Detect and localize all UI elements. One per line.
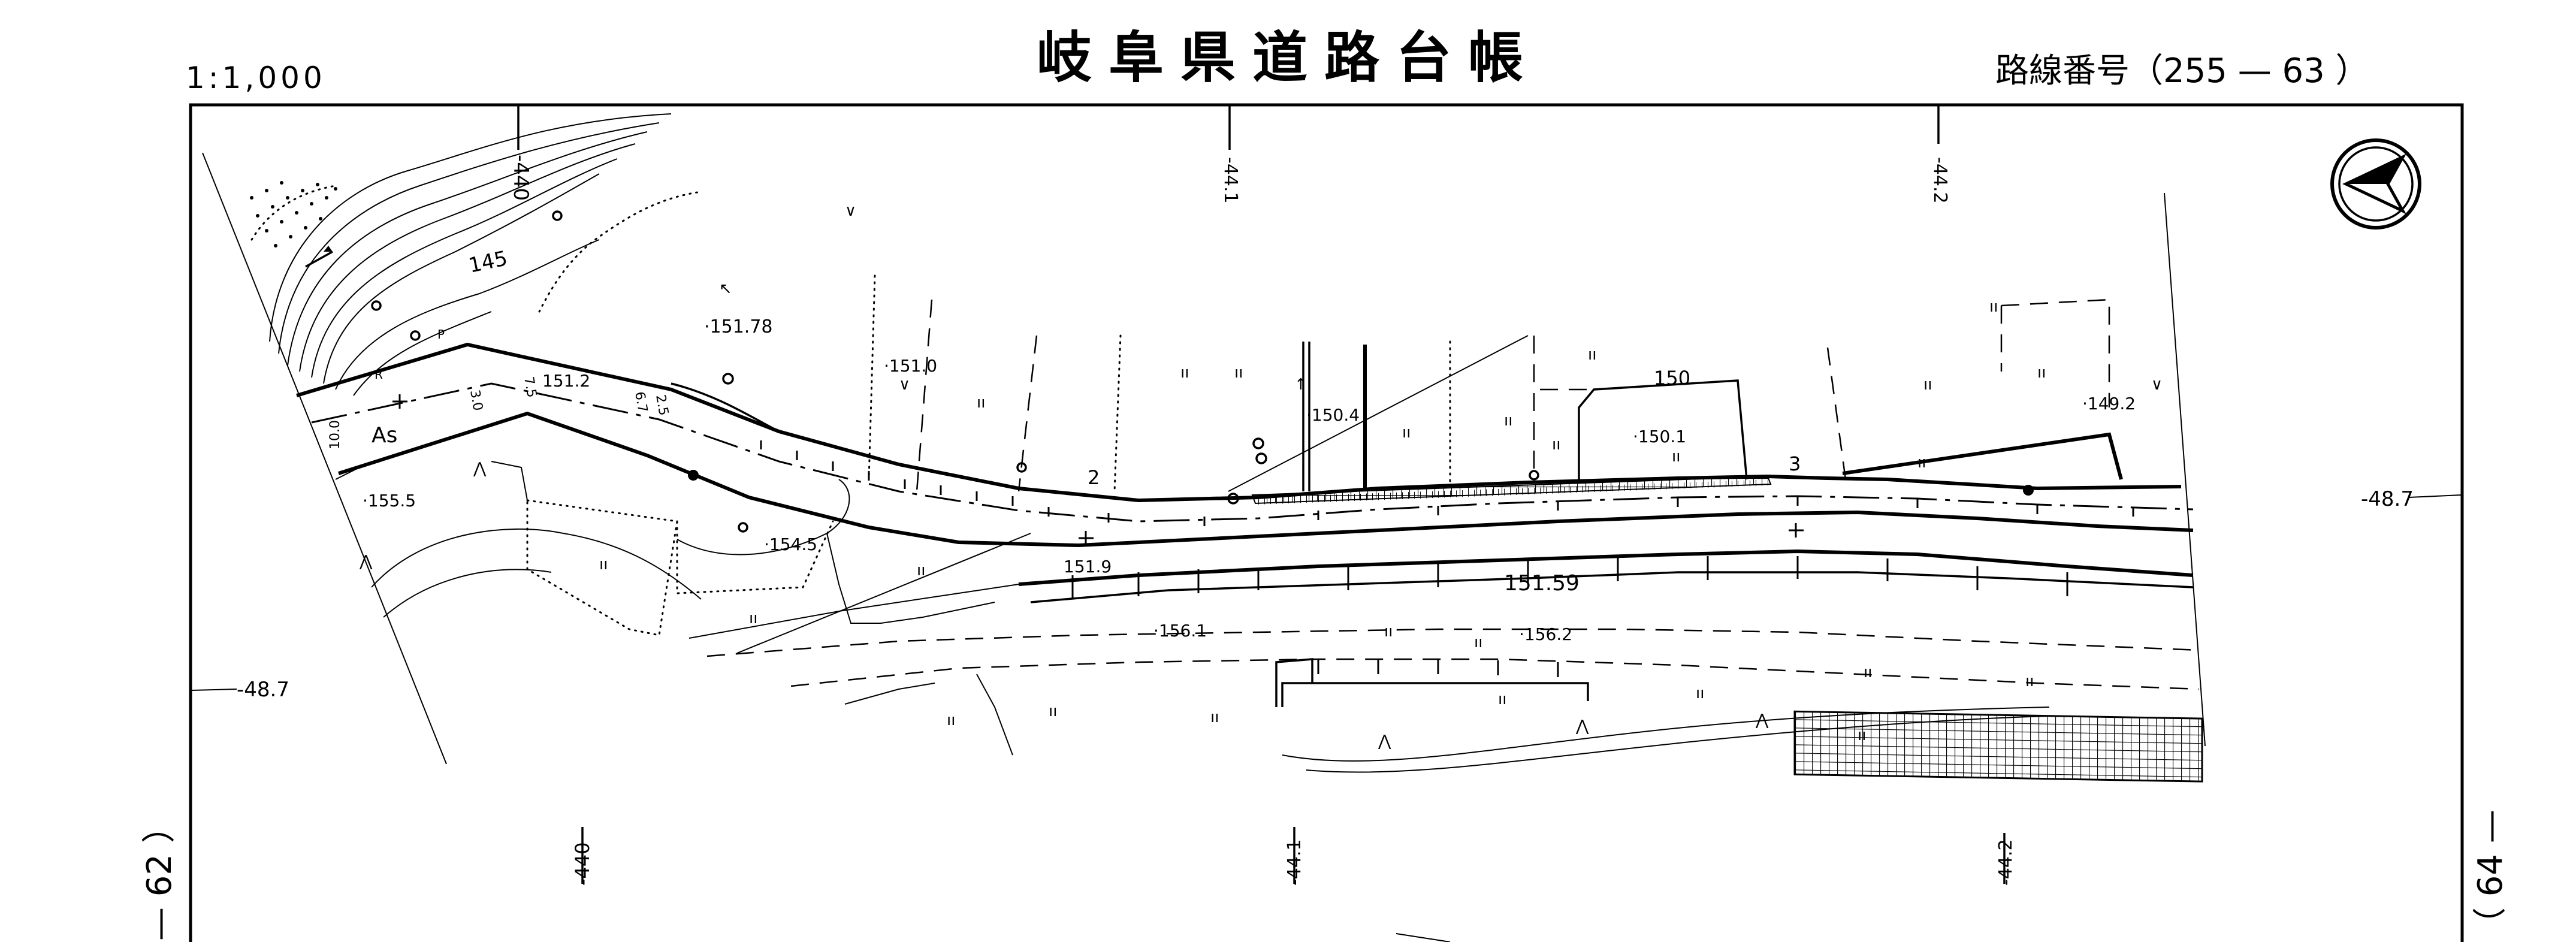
edge-mark-left: -48.7 [237,678,289,702]
svg-text:ıı: ıı [1504,412,1512,430]
road-width-10: 10.0 [328,420,343,449]
svg-text:ıı: ıı [1864,663,1872,681]
contour-label-145: 145 [467,246,510,278]
edge-mark-left-line [191,689,237,691]
svg-text:ıı: ıı [1402,424,1411,442]
station-top-3: -44.2 [1929,157,1950,204]
svg-text:ıı: ıı [2025,672,2034,690]
paved-grid-area [1793,710,2203,783]
property-lines [335,274,2123,654]
spot-height-149-2: ·149.2 [2082,394,2136,413]
spot-height-150-1: ·150.1 [1633,427,1686,446]
map-title: 岐阜県道路台帳 [1037,26,1540,90]
svg-text:ıı: ıı [1210,708,1219,726]
stipple-area [250,181,337,247]
svg-text:ıı: ıı [1917,454,1926,472]
spot-height-156-2: ·156.2 [1519,624,1572,644]
svg-text:ıı: ıı [1049,702,1057,720]
scale-label: 1:1,000 [186,61,326,95]
svg-text:ıı: ıı [1474,633,1482,651]
svg-text:ıı: ıı [1696,684,1704,702]
svg-text:⋀: ⋀ [1378,732,1391,750]
spot-height-150-4: ·150.4 [1306,405,1360,425]
point-number-3: 3 [1789,452,1801,475]
svg-text:ıı: ıı [1989,298,1998,316]
station-top-2: -44.1 [1220,157,1241,204]
spot-height-151-78: ·151.78 [704,316,773,337]
spot-height-151-0: ·151.0 [884,356,937,376]
road-edges [296,342,2200,773]
edge-mark-right: -48.7 [2361,487,2414,511]
svg-text:⋀: ⋀ [359,552,373,570]
survey-crosses [392,394,1804,545]
surface-label: As [372,423,397,448]
map-frame [189,103,2464,942]
spot-height-151-59: 151.59 [1504,571,1580,596]
spot-height-154-5: ·154.5 [764,535,817,554]
svg-text:ıı: ıı [1234,364,1243,382]
svg-text:⋀: ⋀ [1755,711,1769,729]
survey-boundaries [202,152,2206,765]
spot-height-156-1: ·156.1 [1153,621,1207,641]
svg-text:ıı: ıı [1588,346,1596,364]
edge-mark-right-line [2408,494,2462,498]
flow-arrow-head [324,246,333,252]
svg-text:ıı: ıı [917,561,925,579]
svg-text:⋀: ⋀ [473,460,487,478]
svg-text:↖: ↖ [719,280,732,298]
road-width-2-5: 2.5 [653,394,671,417]
svg-text:ıı: ıı [1384,623,1393,641]
spot-height-151-2: 151.2 [542,371,590,391]
p-mark: P [437,327,445,342]
svg-text:∨: ∨ [845,202,856,220]
survey-markers [371,210,2034,533]
svg-text:ıı: ıı [1858,726,1866,744]
station-bottom-3: -44.2 [1995,839,2016,886]
svg-text:ıı: ıı [2037,364,2046,382]
road-width-6-7: 6.7 [632,391,650,414]
svg-text:ıı: ıı [1672,448,1680,466]
svg-text:ıı: ıı [1180,364,1189,382]
sheet-ref-right: （ 64 — [2471,810,2510,941]
svg-text:⋀: ⋀ [1575,717,1589,735]
flow-arrow [305,250,333,268]
svg-text:ıı: ıı [749,609,757,627]
north-arrow-icon [2330,138,2421,230]
svg-text:ıı: ıı [947,711,955,729]
svg-text:ıı: ıı [1923,376,1932,394]
contour-lines [250,113,702,396]
bottom-edge-line [1396,933,1451,942]
route-number: 路線番号（255 — 63 ） [1995,52,2369,90]
svg-text:∨: ∨ [899,376,910,394]
road-width-7-5: 7.5 [521,376,539,399]
svg-text:ıı: ıı [977,394,985,412]
svg-text:ıı: ıı [1552,436,1560,454]
station-ticks [517,105,2006,884]
vegetation-symbols: ıı ıı ıı ıı ıı ıı ıı ıı ıı ıı ıı ıı ıı ıı ıı ıı ıı ı… [359,202,2163,750]
road-tick-marks [760,440,2134,677]
svg-text:∨: ∨ [2151,376,2163,394]
svg-text:ıı: ıı [1498,690,1506,708]
r-mark: R [375,367,383,382]
svg-text:↑: ↑ [1294,376,1307,394]
spot-height-151-9: 151.9 [1064,557,1112,576]
road-width-3: 3.0 [467,389,485,412]
station-bottom-1: -440 [571,842,594,886]
svg-text:ıı: ıı [599,555,608,573]
sheet-ref-left: — 62 ） [140,810,179,941]
station-top-1: -440 [509,155,533,201]
point-number-2: 2 [1088,466,1100,489]
spot-height-155-5: ·155.5 [363,491,416,511]
station-bottom-2: -44.1 [1284,839,1305,886]
